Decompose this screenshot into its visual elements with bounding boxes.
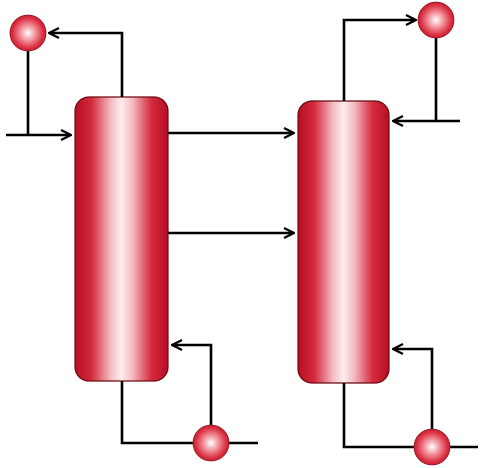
bottoms-line-2 xyxy=(342,383,414,449)
column-1-group xyxy=(6,33,258,445)
reboiler-pump-2 xyxy=(413,428,451,466)
reflux-pump-1 xyxy=(9,14,47,52)
overhead-line-1 xyxy=(49,33,124,97)
pumps xyxy=(9,1,455,466)
column-2 xyxy=(297,100,390,384)
reflux-pump-2 xyxy=(417,1,455,39)
overhead-line-2 xyxy=(342,20,416,101)
reboil-return-1 xyxy=(172,345,213,426)
column-2-group xyxy=(168,20,478,449)
reboil-return-2 xyxy=(393,349,434,430)
bottoms-line-1 xyxy=(120,381,193,445)
reflux-return-2 xyxy=(393,37,438,121)
column-1 xyxy=(74,96,169,382)
reboiler-pump-1 xyxy=(192,424,230,462)
